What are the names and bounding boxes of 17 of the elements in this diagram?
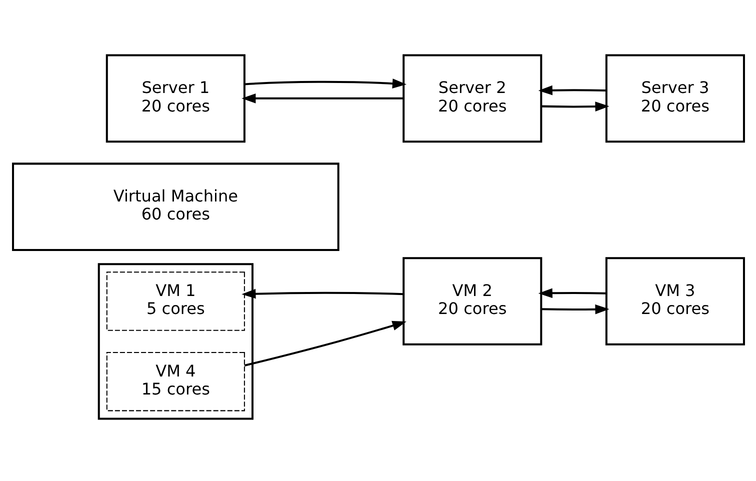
node-box: Virtual Machine 60 cores	[12, 162, 339, 251]
node-box: Server 3 20 cores	[604, 54, 744, 142]
node-box: VM 1 5 cores	[106, 271, 244, 330]
arrow	[244, 320, 406, 366]
node-box: VM 4 15 cores	[106, 351, 244, 411]
arrow	[244, 78, 406, 88]
node-box: Server 1 20 cores	[105, 54, 245, 142]
arrow	[241, 288, 403, 298]
arrow	[241, 92, 403, 103]
node-box: Server 2 20 cores	[402, 54, 542, 142]
node-box: VM 2 20 cores	[402, 256, 542, 345]
arrow	[540, 304, 609, 314]
arrow	[540, 101, 609, 111]
cluster	[97, 262, 253, 420]
arrow	[538, 288, 606, 298]
node-box: VM 3 20 cores	[604, 256, 744, 345]
arrow	[538, 84, 606, 95]
